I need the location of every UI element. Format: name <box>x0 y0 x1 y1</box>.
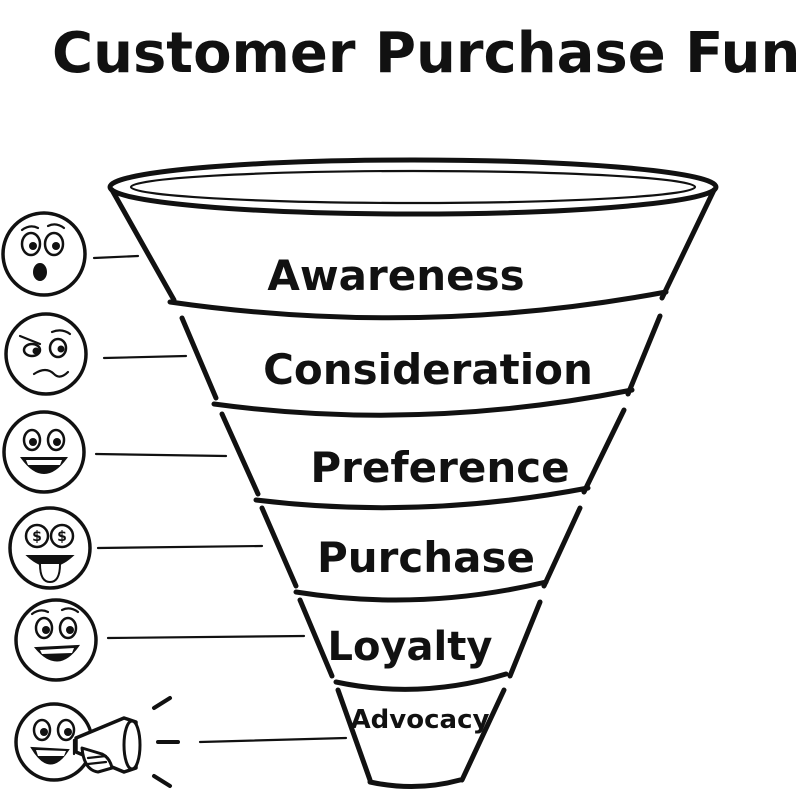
stage-label-consideration: Consideration <box>263 345 593 394</box>
stage-label-advocacy: Advocacy <box>351 705 490 735</box>
megaphone-icon <box>72 696 180 788</box>
megaphone-face-icon <box>14 696 180 788</box>
svg-text:$: $ <box>32 529 42 545</box>
connectors <box>92 254 348 744</box>
funnel <box>107 157 719 789</box>
connector-line <box>102 354 188 360</box>
connector-line <box>198 736 348 744</box>
connector-line <box>92 254 140 260</box>
surprised-face-icon <box>1 211 87 297</box>
band-divider <box>293 579 549 603</box>
connector-line <box>106 634 306 640</box>
band-divider <box>333 671 509 692</box>
smiling-face-icon <box>14 598 98 682</box>
band-divider <box>211 387 635 418</box>
funnel-left-wall <box>109 187 373 783</box>
money-eyes-face-icon: $ $ <box>8 506 92 590</box>
stage-label-purchase: Purchase <box>317 533 535 582</box>
funnel-rim-inner <box>129 169 697 205</box>
connector-line <box>96 544 264 550</box>
svg-text:$: $ <box>57 529 67 545</box>
band-divider <box>253 485 591 511</box>
happy-face-icon <box>2 410 86 494</box>
stage-label-awareness: Awareness <box>267 251 524 300</box>
diagram-title: Customer Purchase Funnel <box>52 21 800 86</box>
connector-line <box>94 452 228 458</box>
funnel-bottom <box>367 777 463 789</box>
funnel-rim <box>107 157 719 217</box>
band-divider <box>167 289 669 321</box>
stage-label-loyalty: Loyalty <box>328 624 493 670</box>
funnel-right-wall <box>459 187 717 783</box>
stage-label-preference: Preference <box>310 443 569 492</box>
skeptical-face-icon <box>4 312 88 396</box>
